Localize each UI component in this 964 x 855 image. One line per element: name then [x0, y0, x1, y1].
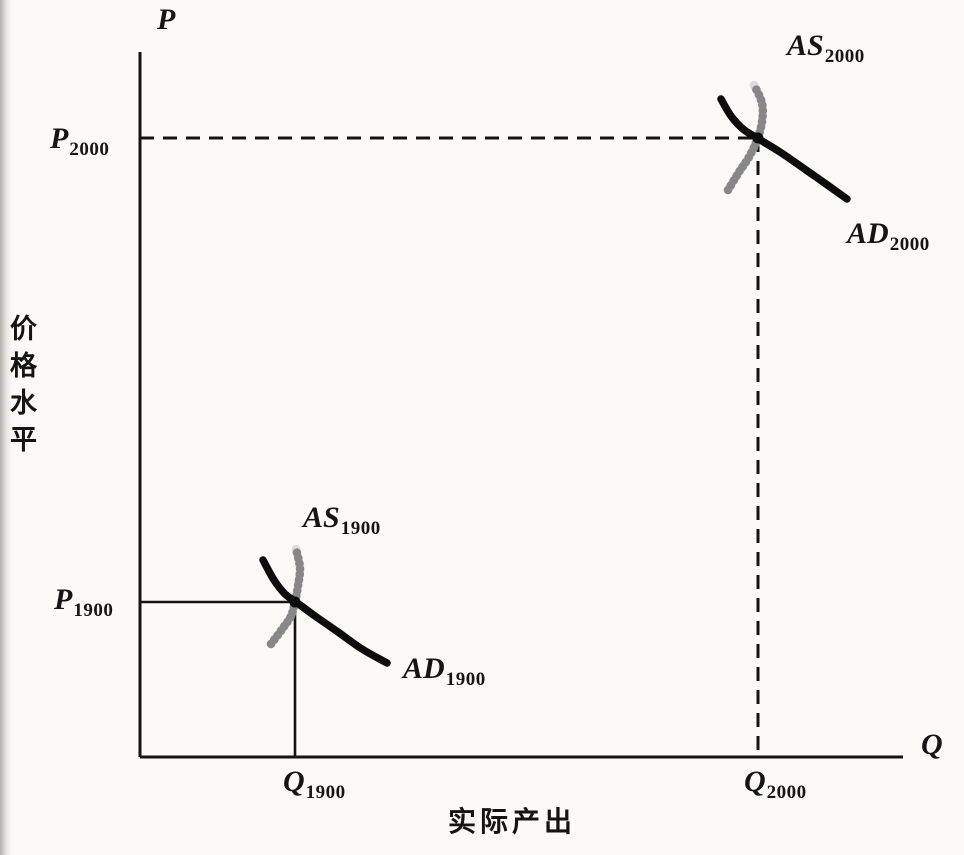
ad-2000-text: AD: [847, 217, 889, 250]
ad-2000-subscript: 2000: [889, 234, 930, 255]
aggregate-demand-1900-label: AD1900: [403, 652, 486, 690]
price-1900-subscript: 1900: [73, 600, 114, 621]
y-axis-variable-label: P: [157, 3, 176, 36]
price-1900-label: P1900: [54, 583, 114, 621]
quantity-1900-subscript: 1900: [305, 782, 346, 803]
scan-edge-artifact: [0, 0, 12, 855]
aggregate-supply-2000-label: AS2000: [787, 29, 865, 67]
as-2000-text: AS: [787, 29, 824, 62]
quantity-1900-label: Q1900: [283, 765, 346, 803]
ad-1900-subscript: 1900: [445, 669, 486, 690]
as-1900-text: AS: [303, 501, 340, 534]
equilibrium-point-2000: [752, 132, 764, 144]
y-axis-title: 价格水平: [6, 314, 36, 462]
x-axis-variable-label: Q: [921, 728, 943, 761]
x-axis-title: 实际产出: [448, 806, 577, 837]
as-1900-subscript: 1900: [340, 518, 381, 539]
price-2000-subscript: 2000: [69, 139, 110, 160]
aggregate-supply-1900-label: AS1900: [303, 501, 381, 539]
quantity-1900-text: Q: [283, 765, 305, 798]
price-2000-label: P2000: [50, 122, 110, 160]
quantity-2000-label: Q2000: [744, 765, 807, 803]
equilibrium-point-1900: [289, 596, 301, 608]
aggregate-demand-2000-label: AD2000: [847, 217, 930, 255]
curve-AD2000: [717, 95, 851, 203]
as-2000-subscript: 2000: [824, 46, 865, 67]
ad-1900-text: AD: [403, 652, 445, 685]
curve-AD1900: [259, 556, 391, 667]
price-2000-text: P: [50, 122, 69, 155]
quantity-2000-text: Q: [744, 765, 766, 798]
price-1900-text: P: [54, 583, 73, 616]
quantity-2000-subscript: 2000: [766, 782, 807, 803]
